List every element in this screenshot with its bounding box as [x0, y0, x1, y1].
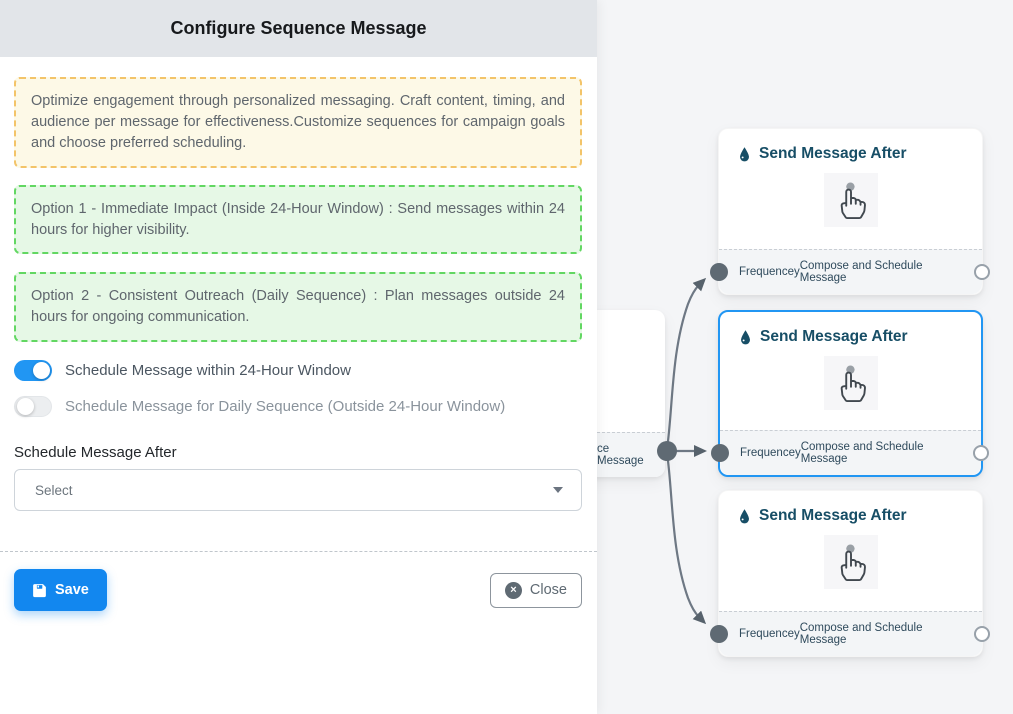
- option-2-text: Option 2 - Consistent Outreach (Daily Se…: [31, 288, 565, 326]
- node-footer-frequency[interactable]: Frequencey: [740, 447, 801, 459]
- node-footer-compose[interactable]: Compose and Schedule Message: [799, 260, 923, 284]
- target-handle[interactable]: [710, 263, 728, 281]
- target-handle[interactable]: [711, 444, 729, 462]
- node-footer-frequency[interactable]: Frequencey: [739, 628, 800, 640]
- circle-x-icon: ×: [504, 581, 522, 599]
- floppy-disk-icon: [33, 583, 46, 597]
- schedule-after-label: Schedule Message After: [14, 444, 177, 462]
- edge-connector-bottom: [665, 452, 707, 625]
- node-footer-compose[interactable]: Compose and Schedule Message: [800, 441, 924, 465]
- node-send-message-after-2[interactable]: Send Message After Frequencey Compose an…: [711, 310, 989, 477]
- save-button[interactable]: Save: [14, 569, 107, 612]
- water-drop-icon: [740, 508, 749, 523]
- node-title: Send Message After: [760, 328, 908, 345]
- schedule-after-select[interactable]: Select: [14, 469, 582, 512]
- configure-sequence-panel: Configure Sequence Message Optimize enga…: [0, 0, 597, 714]
- toggle-daily-sequence[interactable]: [14, 396, 52, 418]
- info-banner-text: Optimize engagement through personalized…: [31, 93, 565, 151]
- toggle-daily-sequence-label: Schedule Message for Daily Sequence (Out…: [65, 398, 506, 416]
- source-handle[interactable]: [974, 264, 990, 280]
- caret-down-icon: [553, 487, 563, 494]
- option-1-banner: Option 1 - Immediate Impact (Inside 24-H…: [14, 184, 582, 255]
- option-2-banner: Option 2 - Consistent Outreach (Daily Se…: [14, 272, 582, 343]
- close-button[interactable]: × Close: [489, 572, 582, 608]
- source-handle[interactable]: [974, 626, 990, 642]
- node-footer-frequency[interactable]: Frequencey: [739, 266, 800, 278]
- info-banner: Optimize engagement through personalized…: [14, 77, 582, 168]
- partial-node-footer-label: ce Message: [597, 443, 644, 467]
- close-button-label: Close: [529, 582, 567, 599]
- node-title: Send Message After: [759, 145, 907, 162]
- node-title: Send Message After: [759, 507, 907, 524]
- edge-connector-top: [665, 277, 707, 450]
- node-send-message-after-3[interactable]: Send Message After Frequencey Compose an…: [710, 490, 990, 657]
- save-button-label: Save: [55, 582, 89, 599]
- toggle-knob: [33, 362, 50, 380]
- toggle-within-24h[interactable]: [14, 360, 52, 382]
- select-value: Select: [35, 482, 73, 498]
- panel-header: Configure Sequence Message: [0, 0, 597, 57]
- node-send-message-after-1[interactable]: Send Message After Frequencey Compose an…: [710, 128, 990, 295]
- toggle-within-24h-label: Schedule Message within 24-Hour Window: [65, 362, 351, 380]
- node-footer-compose[interactable]: Compose and Schedule Message: [799, 622, 923, 646]
- water-drop-icon: [740, 146, 749, 161]
- target-handle[interactable]: [710, 625, 728, 643]
- water-drop-icon: [741, 329, 750, 344]
- page-title: Configure Sequence Message: [170, 18, 427, 38]
- option-1-text: Option 1 - Immediate Impact (Inside 24-H…: [31, 200, 565, 238]
- hand-pointer-icon[interactable]: [823, 356, 878, 410]
- footer-divider: [0, 551, 597, 553]
- source-handle[interactable]: [973, 445, 989, 461]
- hand-pointer-icon[interactable]: [823, 173, 878, 227]
- toggle-knob: [17, 398, 34, 416]
- source-handle[interactable]: [657, 441, 677, 461]
- hand-pointer-icon[interactable]: [823, 535, 878, 589]
